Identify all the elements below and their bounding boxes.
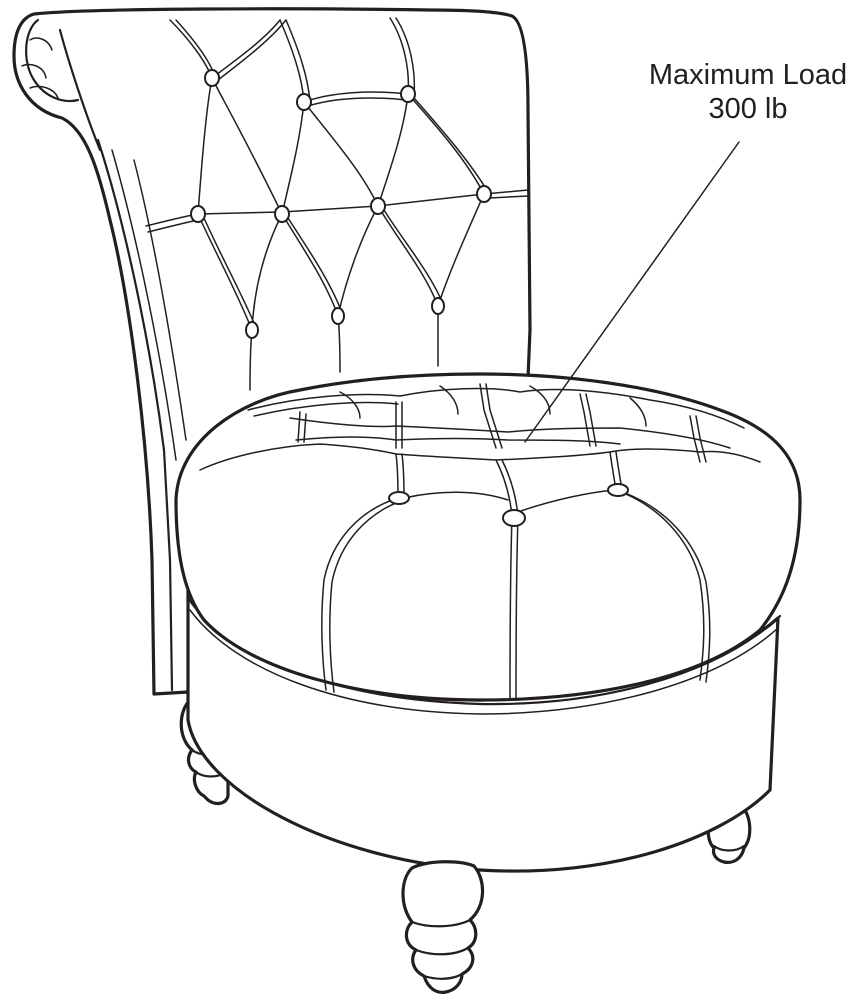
load-callout: Maximum Load 300 lb — [524, 59, 847, 443]
callout-leader-line — [524, 141, 740, 443]
seat-cushion — [174, 372, 802, 873]
front-leg — [401, 860, 485, 994]
chair-back — [12, 7, 532, 696]
callout-label-line2: 300 lb — [708, 93, 787, 125]
callout-label-line1: Maximum Load — [649, 59, 847, 91]
